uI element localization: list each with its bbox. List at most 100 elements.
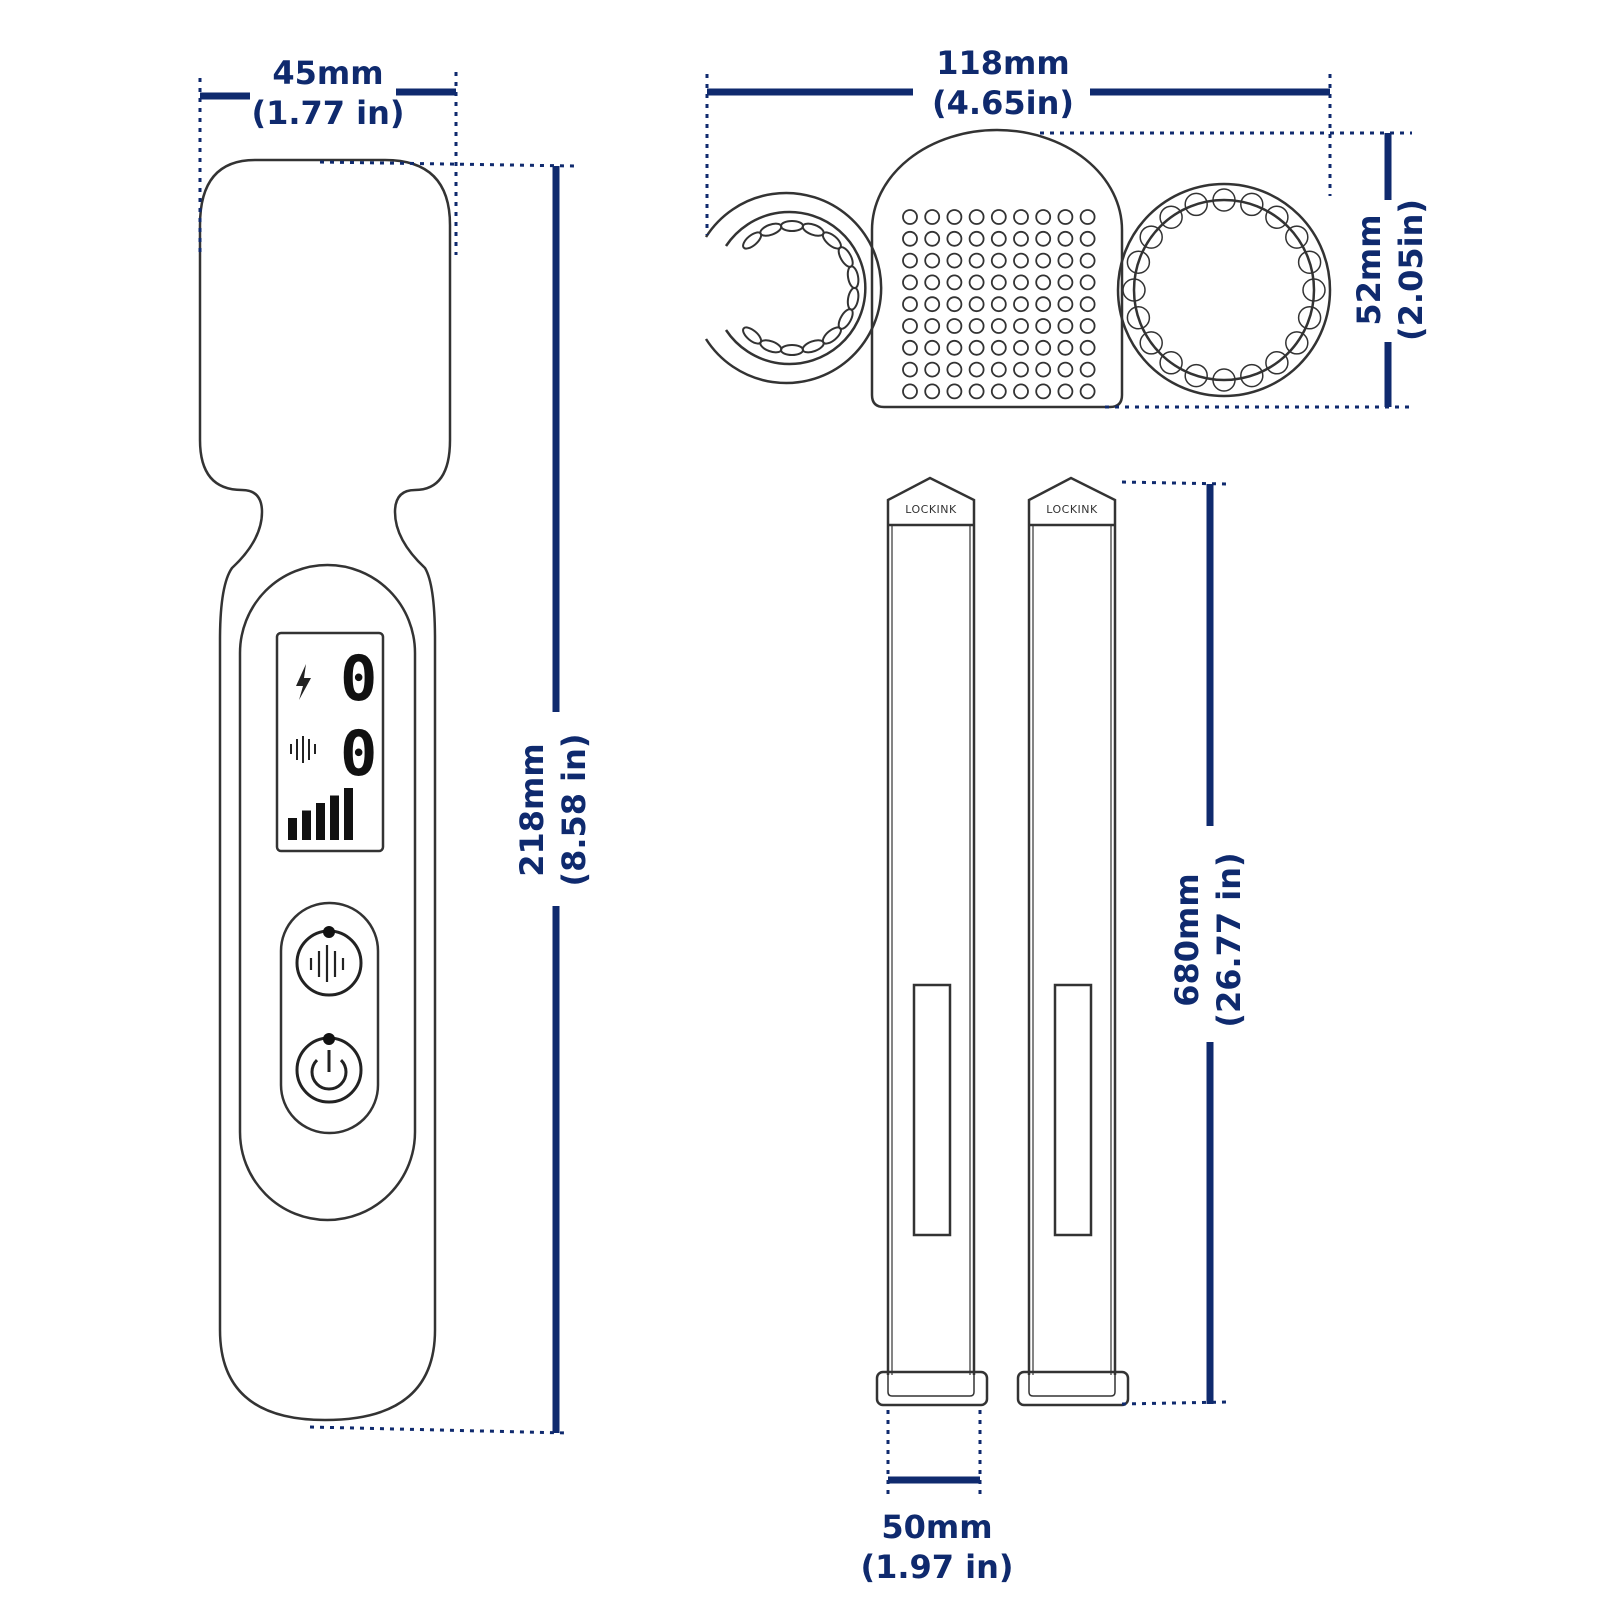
pad-hole (946, 209, 963, 225)
ring-scallop (1212, 368, 1236, 392)
ring-scallop (1159, 351, 1183, 375)
pad-hole (924, 274, 941, 291)
accessory-holder (704, 128, 1332, 409)
strap-left-brand-label: LOCKINK (905, 503, 957, 516)
pad-hole (968, 274, 985, 291)
round-ring-outer (1116, 182, 1332, 398)
pad-hole (1035, 252, 1052, 269)
signal-bar (302, 810, 311, 840)
signal-bar (316, 803, 325, 840)
wand-height-dimension: 218mm (8.58 in) (309, 160, 593, 1435)
clip-tooth (780, 344, 804, 356)
pad-hole (1013, 361, 1029, 378)
ring-scallop (1126, 250, 1151, 274)
pad-hole (902, 318, 918, 334)
accessory-height-dimension: 52mm (2.05in) (1040, 131, 1430, 409)
wand-body-outline (198, 158, 452, 1422)
ring-scallop (1297, 306, 1322, 330)
clip-tooth (801, 339, 825, 354)
pad-hole (1057, 209, 1074, 225)
pad-hole (946, 274, 963, 291)
c-clip-ring-inner (724, 210, 867, 366)
pad-hole (902, 339, 918, 356)
pad-hole (1035, 230, 1052, 247)
clip-tooth (846, 286, 860, 311)
strap-width-metric: 50mm (881, 1508, 992, 1546)
power-level-digit: 0 (340, 642, 377, 715)
ring-scallop (1240, 192, 1264, 217)
pad-hole (946, 361, 963, 378)
pad-hole (968, 339, 985, 356)
pad-hole (1035, 361, 1052, 378)
ring-scallop (1285, 331, 1309, 355)
power-button[interactable] (295, 1033, 363, 1104)
clip-tooth (780, 220, 804, 232)
pad-holes (902, 209, 1096, 400)
pad-hole (968, 296, 985, 313)
c-clip-ring-outer (704, 191, 883, 385)
pad-hole (1013, 274, 1029, 291)
pad-hole (924, 252, 941, 269)
signal-bar (344, 788, 353, 840)
pad-hole (1079, 274, 1096, 291)
wand-height-imperial: (8.58 in) (555, 733, 593, 886)
pad-hole (1079, 209, 1096, 225)
lcd-screen (275, 631, 385, 853)
c-clip-teeth (742, 220, 860, 356)
pad-hole (990, 209, 1007, 225)
pad-hole (1057, 339, 1074, 356)
pad-hole (902, 252, 918, 269)
pad-hole (990, 383, 1007, 400)
vibration-wave-icon (290, 736, 316, 763)
pad-hole (924, 296, 941, 313)
accessory-width-dimension: 118mm (4.65in) (705, 44, 1332, 235)
pad-hole (924, 383, 941, 400)
vibration-mode-button[interactable] (295, 926, 363, 997)
pad-hole (1079, 296, 1096, 313)
pad-hole (968, 230, 985, 247)
ring-scallop (1122, 278, 1146, 302)
pad-hole (990, 339, 1007, 356)
vibration-level-digit: 0 (340, 717, 377, 790)
pad-hole (946, 230, 963, 247)
pad-hole (1035, 383, 1052, 400)
control-panel (238, 563, 417, 1222)
strap-length-dimension: 680mm (26.77 in) (1121, 480, 1248, 1406)
pad-hole (946, 296, 963, 313)
strap-right (1016, 476, 1130, 1407)
pad-hole (990, 296, 1007, 313)
pad-hole (902, 361, 918, 378)
button-panel (279, 901, 380, 1135)
strap-right-brand-label: LOCKINK (1046, 503, 1098, 516)
pad-hole (1079, 252, 1096, 269)
pad-hole (1013, 339, 1029, 356)
ring-scallop (1184, 363, 1208, 388)
clip-tooth (801, 222, 825, 237)
accessory-height-imperial: (2.05in) (1392, 199, 1430, 341)
pad-hole (902, 296, 918, 313)
pad-hole (902, 383, 918, 400)
pad-hole (946, 252, 963, 269)
clip-tooth (846, 265, 860, 290)
ring-scallop (1126, 306, 1151, 330)
ring-scallop (1285, 225, 1309, 249)
clip-tooth (759, 339, 783, 354)
pad-hole (1057, 230, 1074, 247)
pad-hole (924, 361, 941, 378)
pad-hole (968, 361, 985, 378)
ring-scallop (1139, 331, 1163, 355)
pad-hole (990, 318, 1007, 334)
pad-hole (990, 230, 1007, 247)
accessory-width-imperial: (4.65in) (932, 84, 1074, 122)
pad-hole (968, 318, 985, 334)
wand-device (198, 158, 452, 1422)
pad-hole (1035, 274, 1052, 291)
pad-hole (924, 318, 941, 334)
wand-width-metric: 45mm (272, 54, 383, 92)
pad-hole (924, 230, 941, 247)
pad-hole (1013, 318, 1029, 334)
ring-scallops (1122, 188, 1326, 392)
pad-hole (1013, 383, 1029, 400)
pad-hole (1079, 383, 1096, 400)
accessory-height-metric: 52mm (1350, 214, 1388, 325)
